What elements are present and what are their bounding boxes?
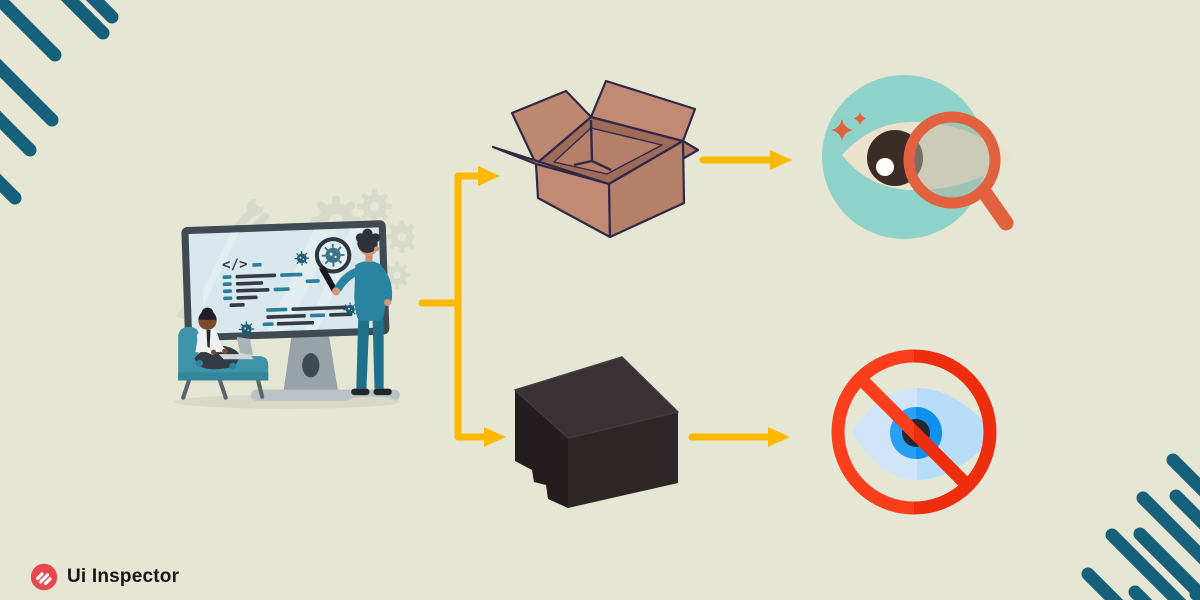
open-cardboard-box-icon <box>490 70 702 240</box>
code-inspection-illustration: </> <box>166 186 414 414</box>
standing-person <box>332 228 396 405</box>
magnifier-on-screen-icon <box>314 237 352 295</box>
code-lines: </> <box>222 256 353 327</box>
magnifier-icon <box>903 111 1014 231</box>
sparkle-small-icon <box>854 112 866 125</box>
closed-black-box-icon <box>496 348 684 512</box>
monitor-screen: </> <box>181 220 390 342</box>
brand-name: Ui Inspector <box>67 566 180 587</box>
corner-stripes-bottom-right-icon <box>1081 453 1200 600</box>
arrow-closed-box-to-no-eye <box>688 427 790 447</box>
sparkle-icon <box>831 119 853 141</box>
striped-circle-icon <box>30 563 58 591</box>
arrow-open-box-to-eye <box>699 150 792 170</box>
brand-logo: Ui Inspector <box>30 563 179 591</box>
eye-prohibited-icon <box>826 340 1006 525</box>
sitting-person <box>178 307 269 400</box>
corner-stripes-top-left-icon <box>0 0 119 205</box>
code-tag-symbol: </> <box>222 256 248 273</box>
flow-branch-connector <box>418 166 506 447</box>
eye-with-magnifier-icon <box>812 60 1027 255</box>
prohibition-sign-icon <box>831 349 997 515</box>
